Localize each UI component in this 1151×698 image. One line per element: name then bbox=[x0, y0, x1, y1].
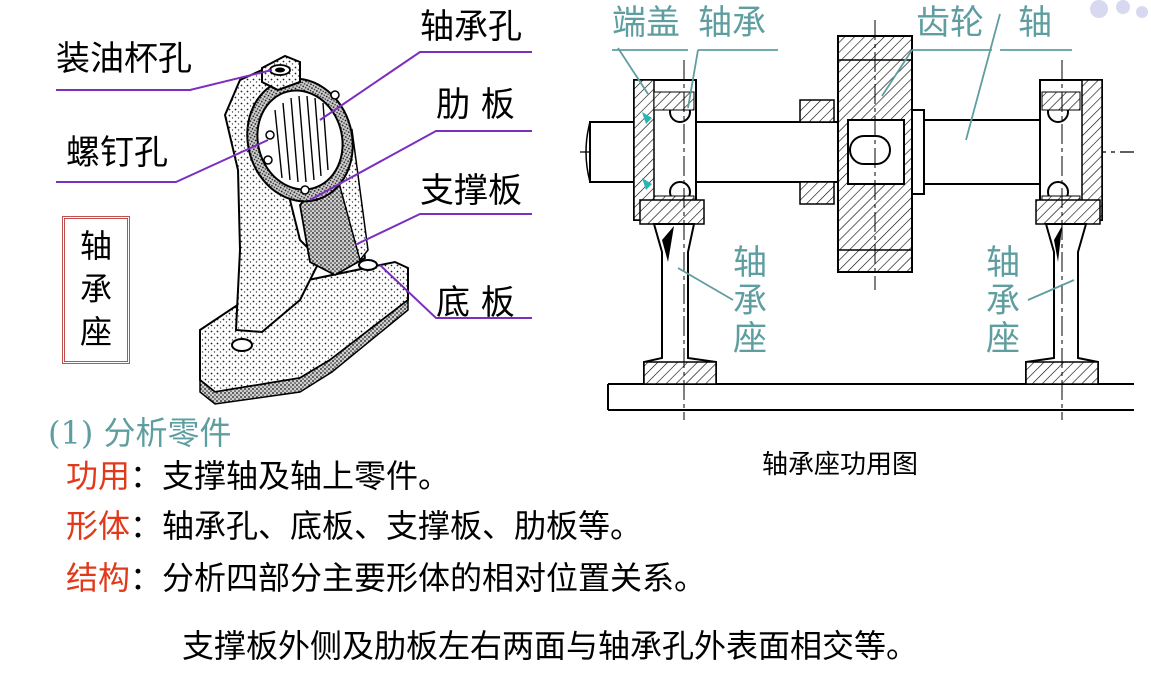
label-rib-plate: 肋 板 bbox=[436, 85, 515, 125]
text-row-shape: 形体：轴承孔、底板、支撑板、肋板等。 bbox=[66, 510, 642, 542]
label-support-plate: 支撑板 bbox=[420, 171, 522, 211]
row-key: 功用 bbox=[66, 457, 131, 495]
label-end-cap: 端盖 bbox=[612, 3, 680, 43]
section-heading: (1) 分析零件 bbox=[48, 414, 232, 452]
row-colon: ： bbox=[130, 507, 163, 545]
bearing-seat-box-label: 轴 承 座 bbox=[62, 216, 130, 364]
row-key: 形体 bbox=[66, 507, 131, 545]
seat-char: 座 bbox=[733, 319, 767, 360]
decor-dot bbox=[1090, 0, 1108, 18]
label-bearing: 轴承 bbox=[698, 3, 766, 43]
text-row-function: 功用：支撑轴及轴上零件。 bbox=[66, 460, 450, 492]
label-oil-cup-hole: 装油杯孔 bbox=[56, 39, 192, 79]
seat-char: 承 bbox=[733, 281, 767, 322]
row-text: 分析四部分主要形体的相对位置关系。 bbox=[162, 559, 707, 597]
seat-char: 座 bbox=[986, 319, 1020, 360]
seat-char: 轴 bbox=[986, 243, 1020, 283]
row-key: 结构 bbox=[66, 559, 131, 597]
row-text: 轴承孔、底板、支撑板、肋板等。 bbox=[162, 507, 643, 545]
row-text: 支撑轴及轴上零件。 bbox=[162, 457, 451, 495]
figure-caption: 轴承座功用图 bbox=[762, 450, 919, 480]
text-row-structure: 结构：分析四部分主要形体的相对位置关系。 bbox=[66, 562, 706, 594]
text-row-extra: 支撑板外侧及肋板左右两面与轴承孔外表面相交等。 bbox=[182, 627, 919, 665]
decor-dot bbox=[1136, 6, 1148, 18]
label-screw-hole: 螺钉孔 bbox=[66, 133, 168, 173]
row-colon: ： bbox=[130, 457, 163, 495]
seat-char: 承 bbox=[986, 281, 1020, 322]
seat-char: 承 bbox=[79, 270, 112, 309]
label-base-plate: 底 板 bbox=[436, 283, 515, 323]
seat-char: 座 bbox=[79, 313, 112, 352]
seat-char: 轴 bbox=[79, 227, 112, 265]
label-shaft: 轴 bbox=[1018, 3, 1052, 43]
label-seat-right: 轴 承 座 bbox=[986, 244, 1020, 358]
row-colon: ： bbox=[130, 559, 163, 597]
label-seat-left: 轴 承 座 bbox=[733, 244, 767, 358]
decor-dot bbox=[1116, 0, 1130, 14]
seat-char: 轴 bbox=[733, 243, 767, 283]
label-bearing-hole: 轴承孔 bbox=[420, 7, 522, 47]
label-gear: 齿轮 bbox=[916, 3, 984, 43]
